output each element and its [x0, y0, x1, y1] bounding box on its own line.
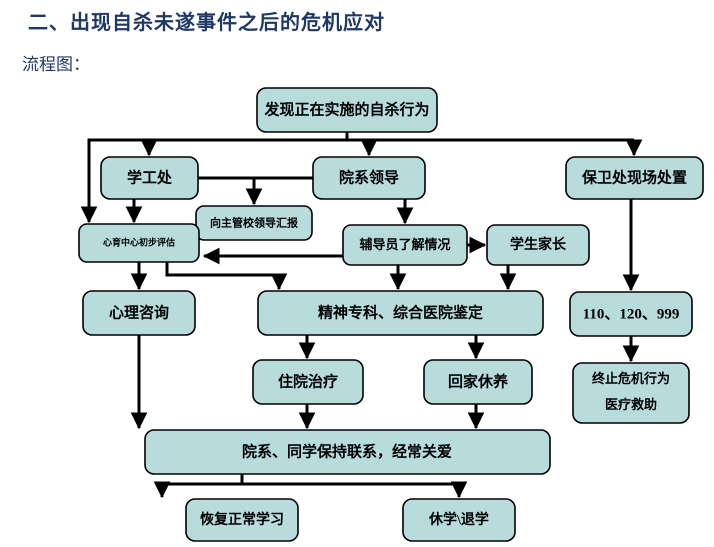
node-inpatient-treatment-box[interactable]	[252, 359, 364, 405]
node-student-parents-box[interactable]	[486, 224, 590, 266]
node-group: 发现正在实施的自杀行为 学工处 院系领导 保卫处现场处置 向主管校领导汇报 心育…	[78, 87, 704, 542]
node-terminate-crisis-box[interactable]	[572, 362, 690, 424]
node-psych-counseling-label: 心理咨询	[109, 303, 169, 321]
node-emergency-numbers-box[interactable]	[569, 291, 693, 337]
node-psych-center-assessment[interactable]: 心育中心初步评估	[78, 223, 200, 263]
node-security-office-box[interactable]	[565, 156, 704, 200]
node-keep-contact-care-box[interactable]	[144, 429, 551, 475]
node-emergency-numbers-label: 110、120、999	[583, 306, 680, 322]
node-report-to-leadership[interactable]: 向主管校领导汇报	[195, 205, 313, 241]
node-terminate-crisis-label-line2: 医疗救助	[605, 397, 657, 412]
page-title: 二、出现自杀未遂事件之后的危机应对	[28, 12, 385, 34]
page-subtitle: 流程图：	[22, 55, 90, 74]
node-student-affairs-box[interactable]	[100, 156, 199, 200]
node-hospital-evaluation[interactable]: 精神专科、综合医院鉴定	[257, 290, 544, 336]
node-terminate-crisis-label-line1: 终止危机行为	[592, 371, 670, 386]
node-hospital-evaluation-box[interactable]	[257, 290, 544, 336]
node-suspend-or-withdraw[interactable]: 休学\退学	[402, 498, 516, 542]
node-report-to-leadership-label: 向主管校领导汇报	[210, 216, 299, 230]
node-inpatient-treatment[interactable]: 住院治疗	[252, 359, 364, 405]
node-hospital-evaluation-label: 精神专科、综合医院鉴定	[318, 303, 483, 321]
node-psych-counseling-box[interactable]	[82, 290, 196, 336]
node-faculty-leaders-label: 院系领导	[339, 168, 399, 186]
node-suspend-or-withdraw-box[interactable]	[402, 498, 516, 542]
node-student-affairs[interactable]: 学工处	[100, 156, 199, 200]
node-keep-contact-care-label: 院系、同学保持联系，经常关爱	[242, 442, 452, 460]
node-psych-counseling[interactable]: 心理咨询	[82, 290, 196, 336]
node-student-affairs-label: 学工处	[127, 168, 173, 186]
node-resume-normal-study[interactable]: 恢复正常学习	[185, 498, 299, 542]
node-discovery-label: 发现正在实施的自杀行为	[263, 100, 429, 118]
node-terminate-crisis[interactable]: 终止危机行为 医疗救助	[572, 362, 690, 424]
node-emergency-numbers[interactable]: 110、120、999	[569, 291, 693, 337]
node-faculty-leaders-box[interactable]	[312, 156, 426, 200]
node-counselor-inquiry-box[interactable]	[342, 224, 468, 266]
edge-psych-center-to-hospital-eval	[165, 262, 288, 291]
node-resume-normal-study-box[interactable]	[185, 498, 299, 542]
node-discovery-box[interactable]	[256, 87, 438, 133]
node-resume-normal-study-label: 恢复正常学习	[200, 511, 284, 528]
node-psych-center-assessment-label: 心育中心初步评估	[103, 237, 175, 248]
node-counselor-inquiry[interactable]: 辅导员了解情况	[342, 224, 468, 266]
node-home-recuperation-box[interactable]	[423, 359, 533, 405]
node-security-office[interactable]: 保卫处现场处置	[565, 156, 704, 200]
node-report-to-leadership-box[interactable]	[195, 205, 313, 241]
node-student-parents[interactable]: 学生家长	[486, 224, 590, 266]
node-inpatient-treatment-label: 住院治疗	[278, 372, 338, 390]
node-psych-center-assessment-box[interactable]	[78, 223, 200, 263]
node-counselor-inquiry-label: 辅导员了解情况	[359, 237, 450, 252]
node-security-office-label: 保卫处现场处置	[581, 168, 687, 186]
node-discovery[interactable]: 发现正在实施的自杀行为	[256, 87, 438, 133]
edge-discovery-to-psych-center	[80, 138, 102, 224]
node-faculty-leaders[interactable]: 院系领导	[312, 156, 426, 200]
edge-student-affairs-to-report	[198, 176, 263, 206]
node-student-parents-label: 学生家长	[510, 236, 567, 253]
connector-group	[80, 132, 643, 499]
node-keep-contact-care[interactable]: 院系、同学保持联系，经常关爱	[144, 429, 551, 475]
node-suspend-or-withdraw-label: 休学\退学	[428, 511, 489, 528]
node-home-recuperation[interactable]: 回家休养	[423, 359, 533, 405]
node-home-recuperation-label: 回家休养	[448, 372, 509, 390]
